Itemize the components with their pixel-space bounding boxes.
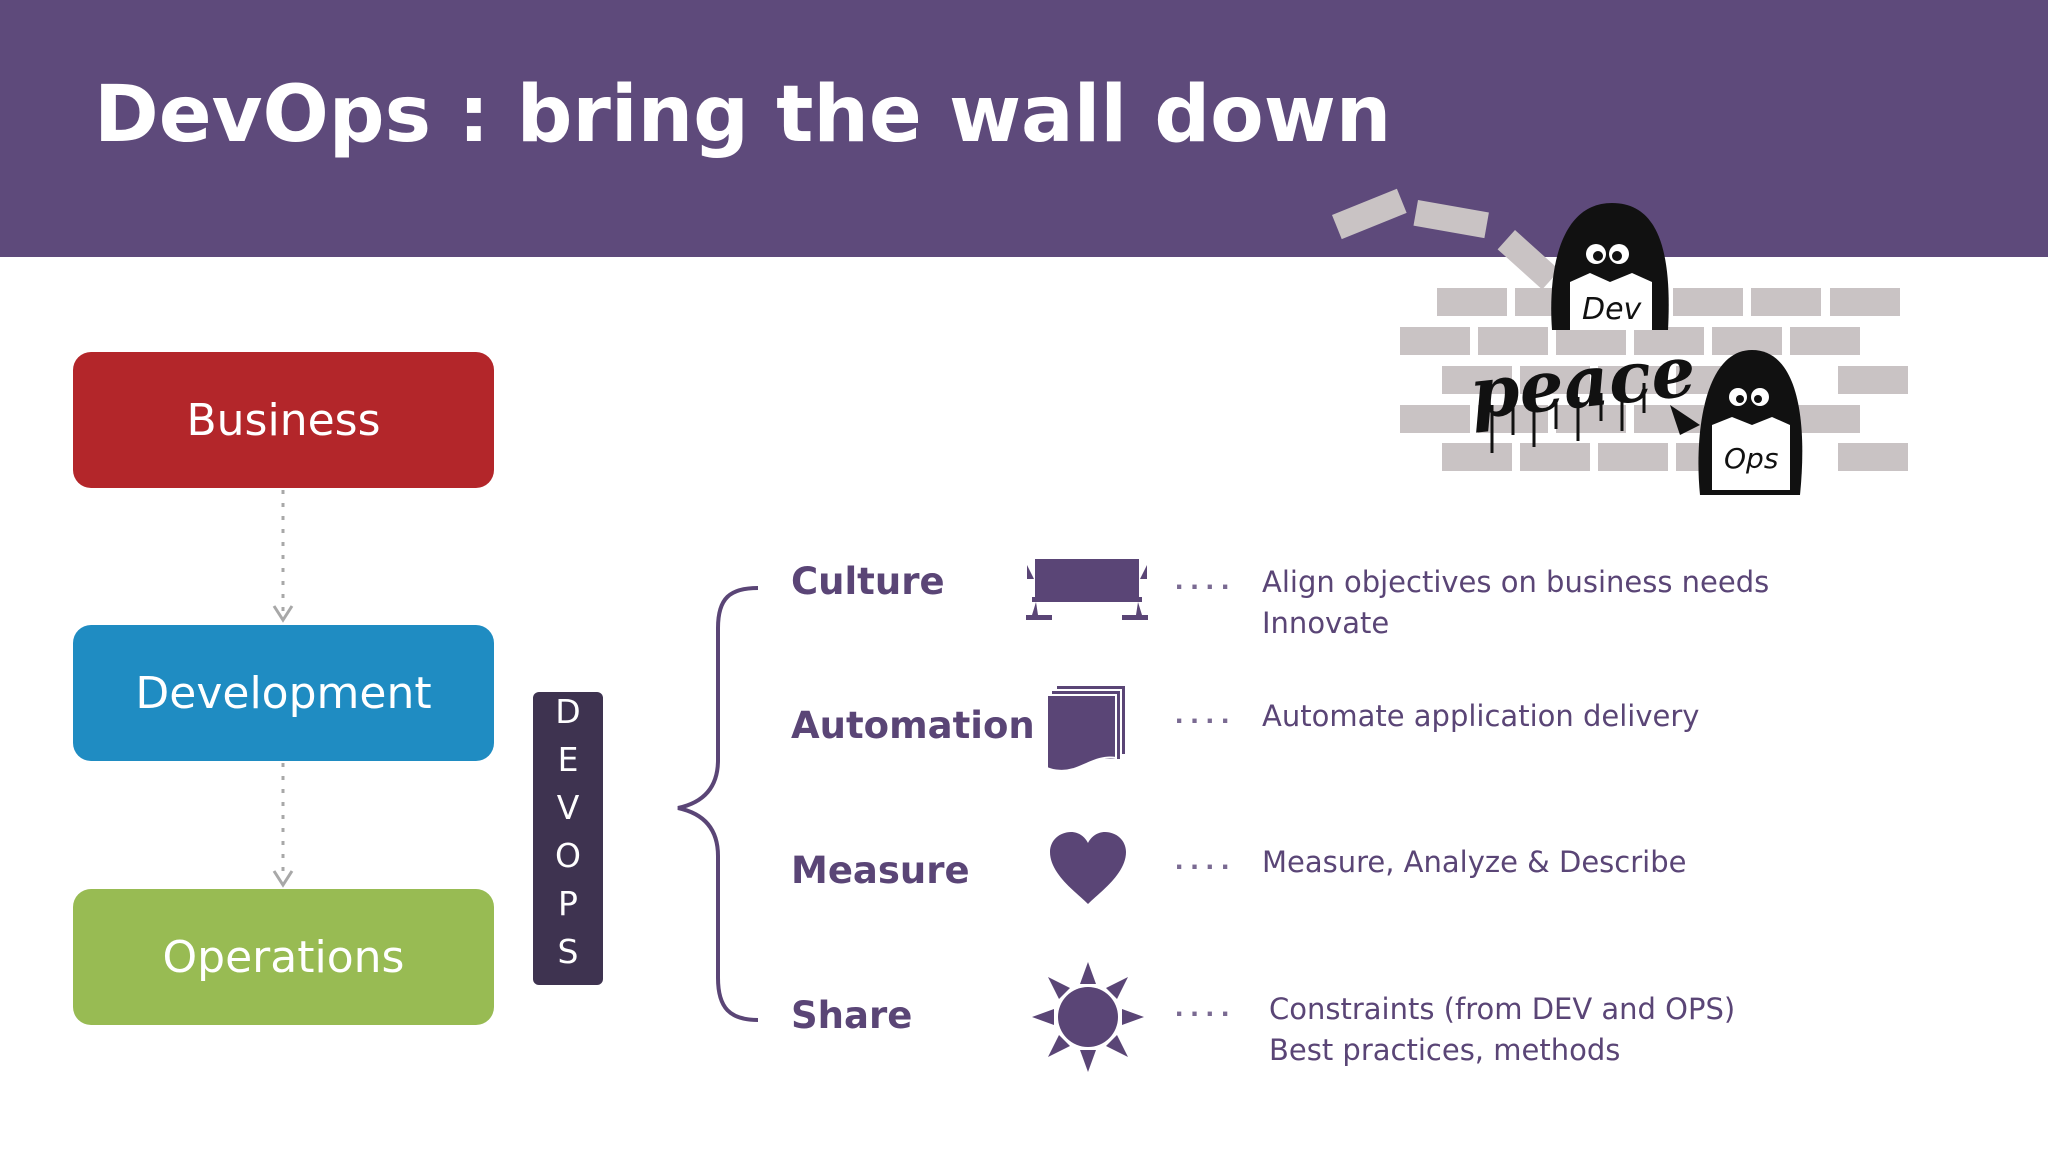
pillar-share-label: Share <box>791 994 913 1037</box>
devops-vertical-bar: D E V O P S <box>533 692 603 985</box>
measure-description: Measure, Analyze & Describe <box>1262 842 1686 883</box>
devops-letter: S <box>557 932 579 971</box>
paint-drips <box>1490 383 1646 453</box>
pillar-automation-label: Automation <box>791 704 1035 747</box>
description-line: Automate application delivery <box>1262 699 1700 733</box>
automation-description: Automate application delivery <box>1262 696 1699 737</box>
devops-letter: P <box>558 884 578 923</box>
leader-dots: .... <box>1175 990 1237 1023</box>
presentation-icon <box>1026 559 1148 620</box>
wall-illustration: Dev Ops peace <box>1332 188 1908 495</box>
description-line: Best practices, methods <box>1269 1033 1621 1067</box>
culture-description: Align objectives on business needs Innov… <box>1262 562 1769 644</box>
devops-letter: O <box>555 836 581 875</box>
devops-letter: V <box>556 788 580 827</box>
business-label: Business <box>186 394 381 446</box>
curly-brace <box>677 586 759 1022</box>
chevron-down-icon <box>272 870 294 888</box>
development-box: Development <box>73 625 494 761</box>
slide-header <box>0 0 2048 257</box>
chevron-down-icon <box>272 605 294 623</box>
ops-penguin-icon <box>1670 350 1803 495</box>
devops-letter: D <box>555 692 581 731</box>
pillar-measure-label: Measure <box>791 849 970 892</box>
document-stack-icon <box>1046 684 1127 772</box>
dev-label: Dev <box>1582 292 1643 327</box>
sun-icon <box>1032 962 1144 1072</box>
ops-label: Ops <box>1724 442 1778 475</box>
description-line: Innovate <box>1262 606 1390 640</box>
leader-dots: .... <box>1175 563 1237 596</box>
development-label: Development <box>135 667 432 719</box>
slide-title: DevOps : bring the wall down <box>94 70 1392 160</box>
share-description: Constraints (from DEV and OPS) Best prac… <box>1269 989 1735 1071</box>
description-line: Measure, Analyze & Describe <box>1262 845 1687 879</box>
dev-penguin-icon <box>1551 203 1669 330</box>
operations-label: Operations <box>162 931 405 983</box>
leader-dots: .... <box>1175 697 1237 730</box>
description-line: Align objectives on business needs <box>1262 565 1770 599</box>
operations-box: Operations <box>73 889 494 1025</box>
devops-letter: E <box>557 740 579 779</box>
business-box: Business <box>73 352 494 488</box>
leader-dots: .... <box>1175 843 1237 876</box>
description-line: Constraints (from DEV and OPS) <box>1269 992 1736 1026</box>
heart-icon <box>1050 832 1126 904</box>
pillar-culture-label: Culture <box>791 560 945 603</box>
falling-bricks <box>1332 188 1560 290</box>
